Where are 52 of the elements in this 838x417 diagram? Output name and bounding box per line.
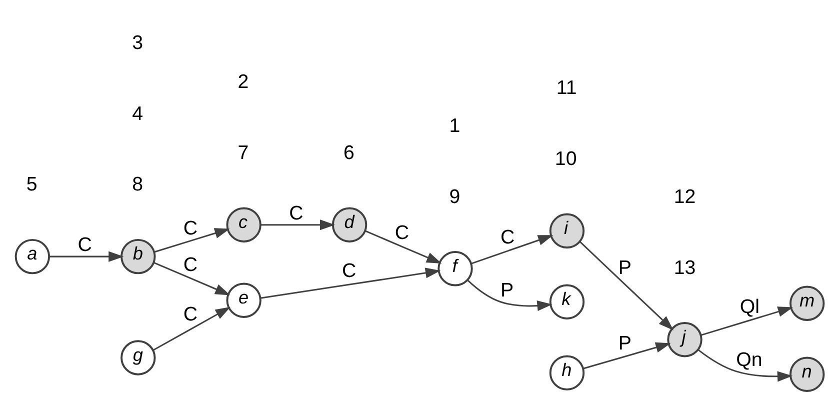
label: 9 bbox=[449, 185, 460, 208]
node-circle: g bbox=[120, 340, 156, 375]
label: 5 bbox=[26, 173, 38, 196]
label: 11 bbox=[556, 76, 577, 99]
edge-label: C bbox=[183, 217, 198, 240]
label: 10 bbox=[554, 148, 577, 170]
arrow bbox=[471, 234, 554, 264]
arrow bbox=[700, 306, 793, 336]
arrow bbox=[260, 219, 336, 230]
label: 6 bbox=[344, 142, 354, 164]
arrow bbox=[467, 279, 552, 311]
arrow bbox=[49, 250, 124, 262]
node-circle: e bbox=[226, 282, 262, 318]
arrow bbox=[154, 228, 230, 252]
edge-label: C bbox=[500, 226, 515, 248]
edge-label: C bbox=[289, 202, 304, 224]
node-circle: j bbox=[667, 322, 702, 357]
edge-label: C bbox=[183, 303, 198, 326]
arrow bbox=[365, 230, 442, 263]
label: 4 bbox=[132, 102, 144, 124]
label: 3 bbox=[132, 31, 144, 54]
node-circle: d bbox=[332, 206, 368, 242]
node-circle: n bbox=[789, 356, 825, 392]
edge-label: Qn bbox=[736, 348, 762, 370]
node-circle: b bbox=[120, 238, 156, 274]
label: 8 bbox=[132, 173, 144, 196]
edge-label: C bbox=[183, 253, 198, 276]
arrow bbox=[698, 348, 793, 382]
arrow bbox=[152, 306, 231, 350]
arrow bbox=[579, 240, 674, 330]
arrow bbox=[154, 261, 230, 295]
label: 13 bbox=[674, 256, 696, 278]
edge-label: P bbox=[618, 332, 632, 354]
node-circle: c bbox=[226, 206, 262, 242]
edge-label: Ql bbox=[740, 296, 760, 318]
label: 2 bbox=[238, 70, 249, 93]
edge-label: C bbox=[342, 259, 356, 282]
node-circle: m bbox=[789, 285, 825, 320]
label: 1 bbox=[449, 114, 460, 136]
arrow bbox=[260, 267, 441, 298]
edge-label: P bbox=[500, 278, 514, 301]
node-circle: k bbox=[549, 284, 585, 319]
node-circle: f bbox=[438, 250, 473, 286]
label: 7 bbox=[238, 142, 249, 164]
label: 12 bbox=[674, 185, 696, 208]
node-circle: a bbox=[14, 238, 50, 274]
edge-label: C bbox=[78, 234, 92, 256]
node-circle: h bbox=[549, 354, 585, 390]
arrow bbox=[583, 342, 671, 369]
edge-label: P bbox=[618, 256, 632, 278]
node-circle: i bbox=[549, 212, 585, 248]
edge-label: C bbox=[394, 222, 410, 244]
